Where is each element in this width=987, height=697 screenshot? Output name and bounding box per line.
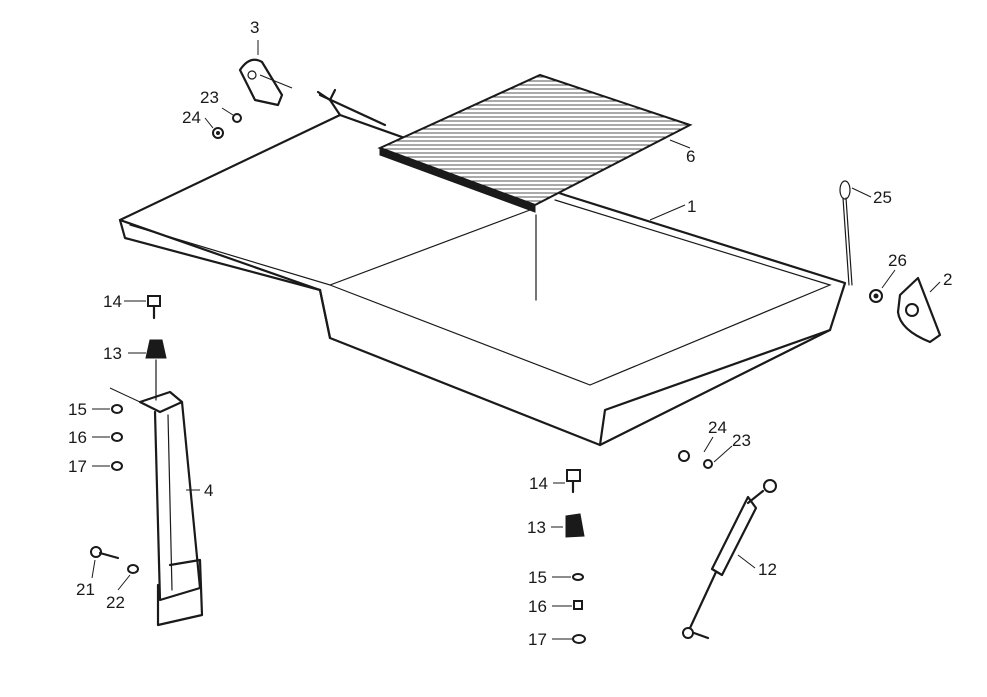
- callout-1: 1: [687, 197, 696, 216]
- rubber-stop-13-center: [565, 513, 585, 538]
- callout-14-left: 14: [103, 292, 122, 311]
- callout-26: 26: [888, 251, 907, 270]
- nut-17-center: [572, 634, 586, 644]
- callout-15-left: 15: [68, 400, 87, 419]
- hinge-bracket-left-part: [238, 58, 284, 107]
- callout-24-left: 24: [182, 108, 201, 127]
- callout-17-left: 17: [68, 457, 87, 476]
- bolt-21: [90, 546, 120, 560]
- bolt-14-left: [147, 295, 161, 320]
- gas-strut-part: [682, 479, 777, 640]
- callout-13-left: 13: [103, 344, 122, 363]
- callout-4: 4: [204, 481, 213, 500]
- callout-6: 6: [686, 147, 695, 166]
- mat-pad-part: [377, 73, 693, 213]
- washer-26: [869, 289, 883, 303]
- hinge-bracket-right-part: [896, 276, 942, 344]
- callout-labels: 3 23 24 6 1 25 26 2 14 13 15 16 17 4 21 …: [68, 18, 952, 649]
- callout-3: 3: [250, 18, 259, 37]
- callout-23-right: 23: [732, 431, 751, 450]
- callout-23-left: 23: [200, 88, 219, 107]
- nut-24-left: [212, 127, 224, 139]
- callout-22: 22: [106, 593, 125, 612]
- washer-23-right: [703, 459, 713, 469]
- callout-14-center: 14: [529, 474, 548, 493]
- callout-25: 25: [873, 188, 892, 207]
- nut-17-left: [111, 461, 123, 471]
- callout-2: 2: [943, 270, 952, 289]
- callout-13-center: 13: [527, 518, 546, 537]
- washer-22: [127, 564, 139, 574]
- support-stand-part: [138, 390, 204, 627]
- rubber-stop-13-left: [145, 339, 167, 359]
- callout-16-left: 16: [68, 428, 87, 447]
- callout-24-right: 24: [708, 418, 727, 437]
- split-pin-25: [839, 180, 853, 286]
- nut-16-center: [573, 600, 583, 610]
- callout-21: 21: [76, 580, 95, 599]
- washer-15-left: [111, 404, 123, 414]
- washer-23-left: [232, 113, 242, 123]
- bolt-14-center: [566, 469, 581, 494]
- nut-24-right: [678, 450, 690, 462]
- nut-16-left: [111, 432, 123, 442]
- washer-15-center: [572, 573, 584, 581]
- callout-16-center: 16: [528, 597, 547, 616]
- callout-17-center: 17: [528, 630, 547, 649]
- callout-15-center: 15: [528, 568, 547, 587]
- leader-lines: [91, 40, 941, 640]
- callout-12: 12: [758, 560, 777, 579]
